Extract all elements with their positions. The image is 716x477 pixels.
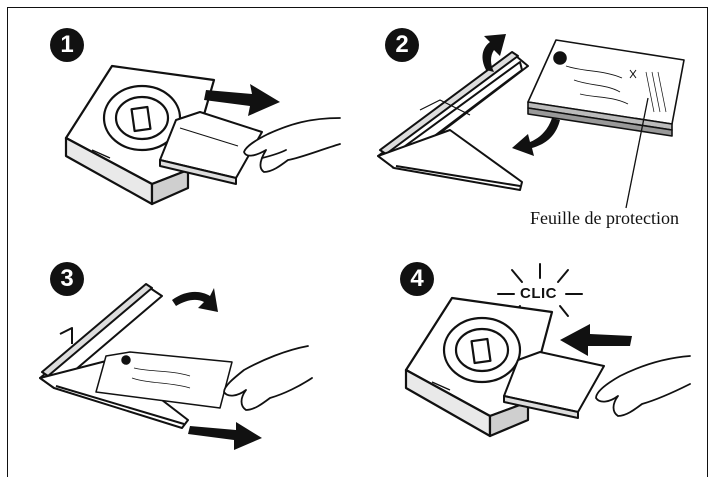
arrow-icon	[560, 324, 632, 356]
hand-icon	[596, 356, 690, 416]
